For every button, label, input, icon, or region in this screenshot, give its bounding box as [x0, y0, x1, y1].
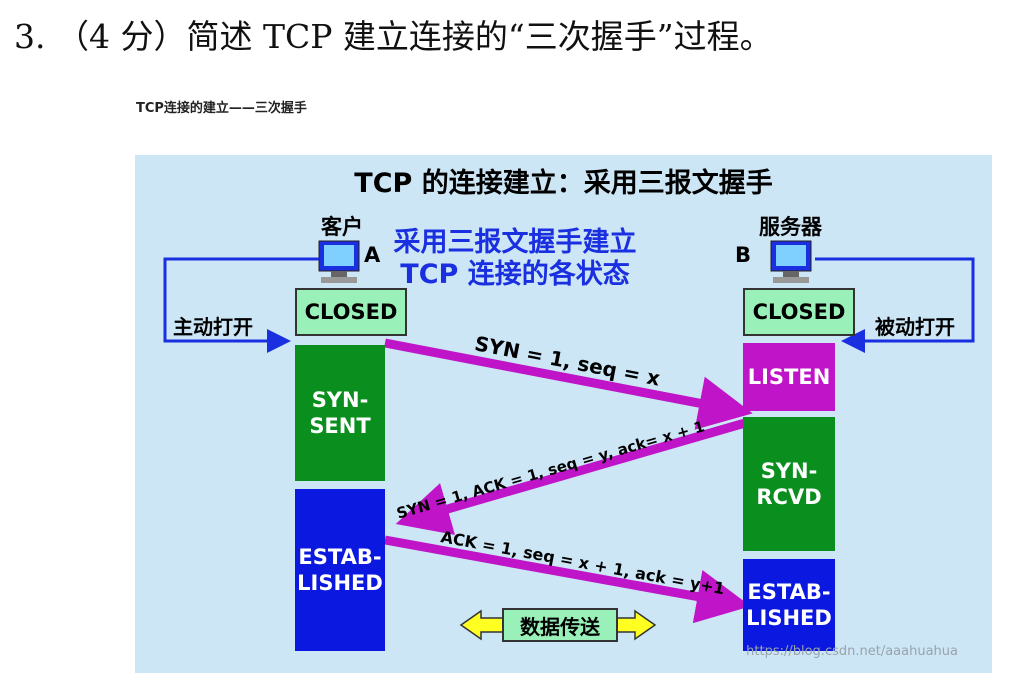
- ack-arrow: [384, 535, 751, 624]
- client-letter: A: [364, 243, 381, 267]
- tcp-handshake-diagram: TCP 的连接建立：采用三报文握手 采用三报文握手建立 TCP 连接的各状态: [135, 155, 992, 673]
- syn-arrow: [384, 338, 753, 430]
- passive-open-label: 被动打开: [875, 315, 955, 339]
- server-letter: B: [735, 243, 752, 267]
- server-state-syn-rcvd: SYN- RCVD: [743, 417, 835, 551]
- server-state-listen: LISTEN: [743, 343, 835, 411]
- client-label: 客户: [321, 215, 363, 239]
- arrows-layer: [163, 240, 975, 641]
- center-title-line2: TCP 连接的各状态: [400, 259, 630, 290]
- client-state-closed: CLOSED: [295, 288, 407, 336]
- client-state-syn-sent: SYN- SENT: [295, 345, 385, 481]
- client-state-established: ESTAB- LISHED: [295, 489, 385, 651]
- subtitle: TCP连接的建立——三次握手: [136, 101, 307, 116]
- client-computer-icon: [318, 240, 360, 283]
- syn-ack-arrow: [395, 418, 747, 535]
- passive-open-arrow: [815, 257, 975, 353]
- server-state-closed: CLOSED: [743, 288, 855, 336]
- server-state-established: ESTAB- LISHED: [743, 559, 835, 651]
- server-computer-icon: [770, 240, 812, 283]
- active-open-label: 主动打开: [173, 315, 253, 339]
- diagram-title: TCP 的连接建立：采用三报文握手: [354, 168, 773, 199]
- active-open-arrow: [163, 257, 319, 353]
- center-title-line1: 采用三报文握手建立: [393, 227, 637, 258]
- watermark: https://blog.csdn.net/aaahuahua: [746, 644, 958, 659]
- question-text: 3. （4 分）简述 TCP 建立连接的“三次握手”过程。: [14, 17, 773, 56]
- server-label: 服务器: [759, 215, 822, 239]
- data-transfer-box: 数据传送: [502, 608, 618, 642]
